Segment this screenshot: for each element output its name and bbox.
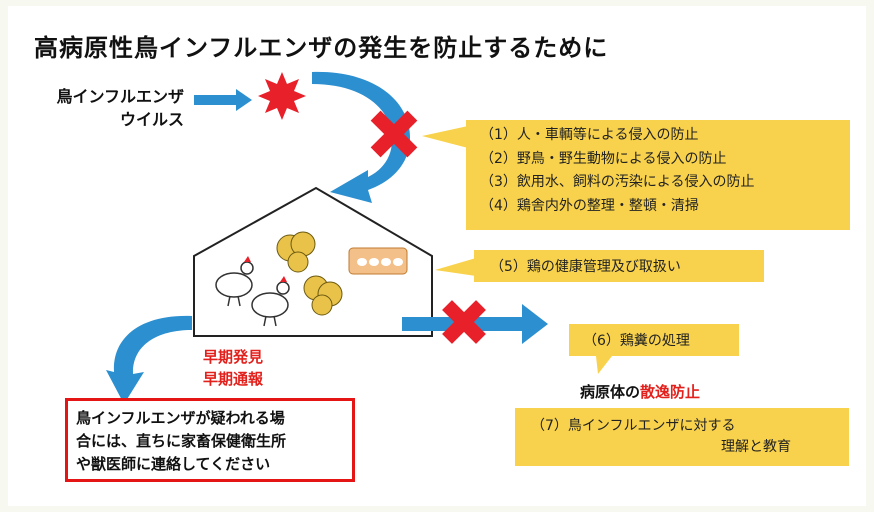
arrow-to-virus — [194, 89, 252, 111]
notice-line3: や獣医師に連絡してください — [76, 455, 271, 473]
notice-line2: 合には、直ちに家畜保健衛生所 — [76, 432, 287, 450]
notice-box: 鳥インフルエンザが疑われる場 合には、直ちに家畜保健衛生所 や獣医師に連絡してく… — [65, 398, 355, 482]
block-cross-icon — [442, 300, 486, 344]
measure-item: （2）野鳥・野生動物による侵入の防止 — [480, 150, 727, 167]
early-line1: 早期発見 — [203, 348, 264, 366]
chicken-icon — [251, 276, 290, 327]
egg-tray-icon — [348, 247, 408, 275]
measure-item: （4）鶏舎内外の整理・整頓・清掃 — [480, 197, 699, 214]
arrow-virus-to-house — [312, 71, 410, 203]
early-detection-label: 早期発見 早期通報 — [203, 346, 263, 390]
chicken-icon — [215, 256, 254, 307]
measure5-callout: （5）鶏の健康管理及び取扱い — [474, 250, 764, 282]
spread-highlight: 散逸防止 — [640, 383, 701, 401]
measure-item: （3）飲用水、飼料の汚染による侵入の防止 — [480, 174, 755, 190]
notice-line1: 鳥インフルエンザが疑われる場 — [76, 409, 285, 427]
callout3-tail — [596, 356, 612, 374]
spread-prefix: 病原体の — [580, 383, 641, 401]
measures-callout: （1）人・車輌等による侵入の防止 （2）野鳥・野生動物による侵入の防止 （3）飲… — [466, 120, 850, 230]
measure7-line1: （7）鳥インフルエンザに対する — [531, 418, 736, 434]
virus-label-line2: ウイルス — [119, 110, 184, 129]
arrow-house-to-notice — [106, 315, 192, 404]
early-line2: 早期通報 — [203, 370, 264, 388]
virus-label: 鳥インフルエンザ ウイルス — [34, 85, 184, 131]
measure7-line2: 理解と教育 — [721, 439, 791, 455]
measure6-callout: （6）鶏糞の処理 — [569, 324, 739, 356]
page-title: 高病原性鳥インフルエンザの発生を防止するために — [34, 34, 609, 62]
measure7-callout: （7）鳥インフルエンザに対する 理解と教育 — [515, 408, 849, 466]
spread-prevention-label: 病原体の散逸防止 — [580, 381, 700, 402]
virus-star-icon — [258, 72, 306, 120]
block-cross-icon — [370, 110, 418, 158]
chick-icon — [276, 231, 316, 273]
chick-icon — [303, 275, 343, 316]
measure-item: （1）人・車輌等による侵入の防止 — [480, 127, 699, 143]
virus-label-line1: 鳥インフルエンザ — [56, 87, 184, 106]
callout1-tail — [422, 126, 468, 148]
callout2-tail — [435, 258, 476, 276]
